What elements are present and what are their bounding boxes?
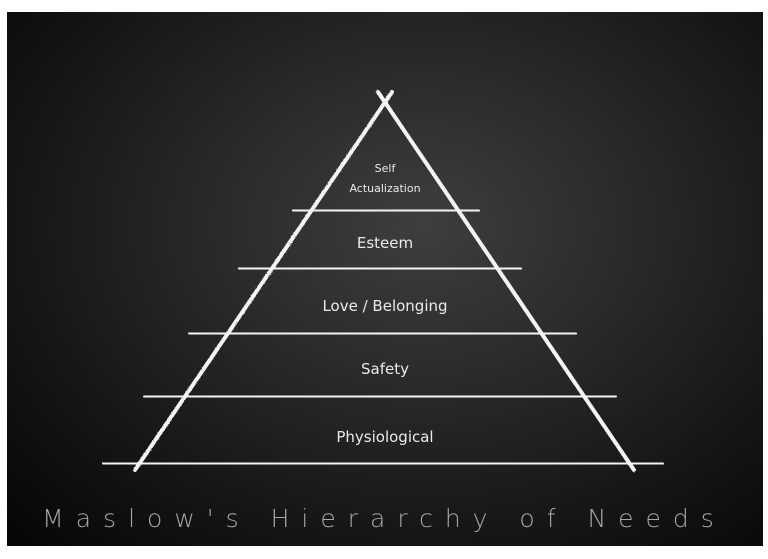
level-safety: Safety	[361, 360, 409, 378]
divider-esteem-love	[238, 266, 522, 271]
level-self-actualization-line2: Actualization	[349, 182, 420, 195]
level-self-actualization-line1: Self	[375, 162, 397, 175]
diagram-title: Maslow's Hierarchy of Needs	[42, 504, 726, 533]
divider-safety-physiological	[143, 394, 617, 399]
divider-self-esteem	[292, 208, 480, 213]
pyramid-left-edge	[133, 90, 394, 472]
pyramid-base	[102, 461, 664, 466]
pyramid-right-edge	[376, 90, 636, 472]
level-esteem: Esteem	[357, 234, 413, 252]
divider-love-safety	[188, 331, 577, 336]
level-physiological: Physiological	[336, 428, 433, 446]
level-love-belonging: Love / Belonging	[322, 297, 447, 315]
